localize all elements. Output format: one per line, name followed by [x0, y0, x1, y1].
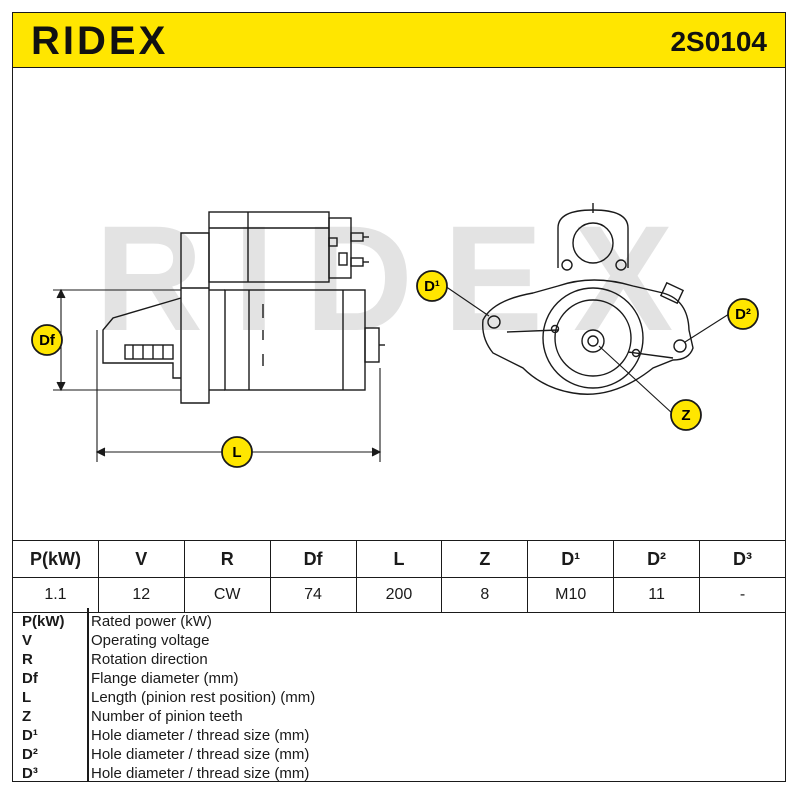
d2-badge: D²: [727, 298, 759, 330]
legend-text: Operating voltage: [91, 632, 210, 649]
spec-value-row: 1.1 12 CW 74 200 8 M10 11 -: [12, 577, 786, 613]
spec-header-cell: D¹: [527, 540, 615, 578]
spec-table: P(kW) V R Df L Z D¹ D² D³ 1.1 12 CW 74 2…: [12, 540, 786, 613]
legend-key: R: [22, 651, 33, 668]
spec-header-cell: P(kW): [12, 540, 99, 578]
spec-header-cell: Z: [441, 540, 529, 578]
spec-value-cell: M10: [527, 577, 615, 613]
df-badge: Df: [31, 324, 63, 356]
legend-key: D³: [22, 765, 38, 782]
d1-leader: [444, 285, 490, 317]
part-number: 2S0104: [670, 26, 767, 57]
starter-side-view: [102, 211, 385, 404]
legend-text: Rotation direction: [91, 651, 208, 668]
spec-value-cell: 8: [441, 577, 529, 613]
l-badge: L: [221, 436, 253, 468]
legend-key: Df: [22, 670, 38, 687]
d2-leader: [684, 313, 730, 343]
z-leader: [598, 345, 674, 415]
legend-key: L: [22, 689, 32, 706]
legend-key: V: [22, 632, 33, 649]
legend-text: Length (pinion rest position) (mm): [91, 689, 316, 706]
d1-badge: D¹: [416, 270, 448, 302]
l-label: L: [232, 444, 241, 461]
brand-logo: RIDEX: [31, 19, 169, 63]
legend-text: Hole diameter / thread size (mm): [91, 765, 310, 782]
legend-key: Z: [22, 708, 32, 725]
legend-text: Rated power (kW): [91, 613, 212, 630]
d1-label: D¹: [424, 278, 440, 295]
spec-value-cell: -: [699, 577, 786, 613]
starter-front-view: [482, 203, 694, 395]
legend-box: P(kW) Rated power (kW) V Operating volta…: [12, 608, 786, 782]
spec-value-cell: 200: [355, 577, 443, 613]
spec-header-cell: L: [355, 540, 443, 578]
legend-key: P(kW): [22, 613, 65, 630]
legend-text: Number of pinion teeth: [91, 708, 243, 725]
spec-header-cell: Df: [269, 540, 357, 578]
spec-header-row: P(kW) V R Df L Z D¹ D² D³: [12, 540, 786, 578]
spec-header-cell: V: [97, 540, 185, 578]
legend-text: Flange diameter (mm): [91, 670, 239, 687]
spec-header-cell: D³: [699, 540, 786, 578]
spec-value-cell: 11: [613, 577, 700, 613]
starter-drawing-svg: RIDEX: [31, 194, 759, 468]
technical-drawing: RIDEX: [13, 68, 785, 540]
header-bar: RIDEX 2S0104: [12, 12, 786, 68]
legend-key: D¹: [22, 727, 38, 744]
spec-value-cell: 74: [269, 577, 357, 613]
legend-divider: [87, 608, 89, 781]
z-badge: Z: [670, 399, 702, 431]
spec-header-cell: D²: [613, 540, 700, 578]
legend-text: Hole diameter / thread size (mm): [91, 746, 310, 763]
spec-value-cell: 1.1: [12, 577, 99, 613]
legend-key: D²: [22, 746, 38, 763]
d2-label: D²: [735, 306, 751, 323]
legend-text: Hole diameter / thread size (mm): [91, 727, 310, 744]
z-label: Z: [681, 407, 690, 424]
spec-header-cell: R: [183, 540, 271, 578]
df-label: Df: [39, 332, 56, 349]
watermark-text: RIDEX: [95, 194, 703, 362]
spec-value-cell: CW: [183, 577, 271, 613]
